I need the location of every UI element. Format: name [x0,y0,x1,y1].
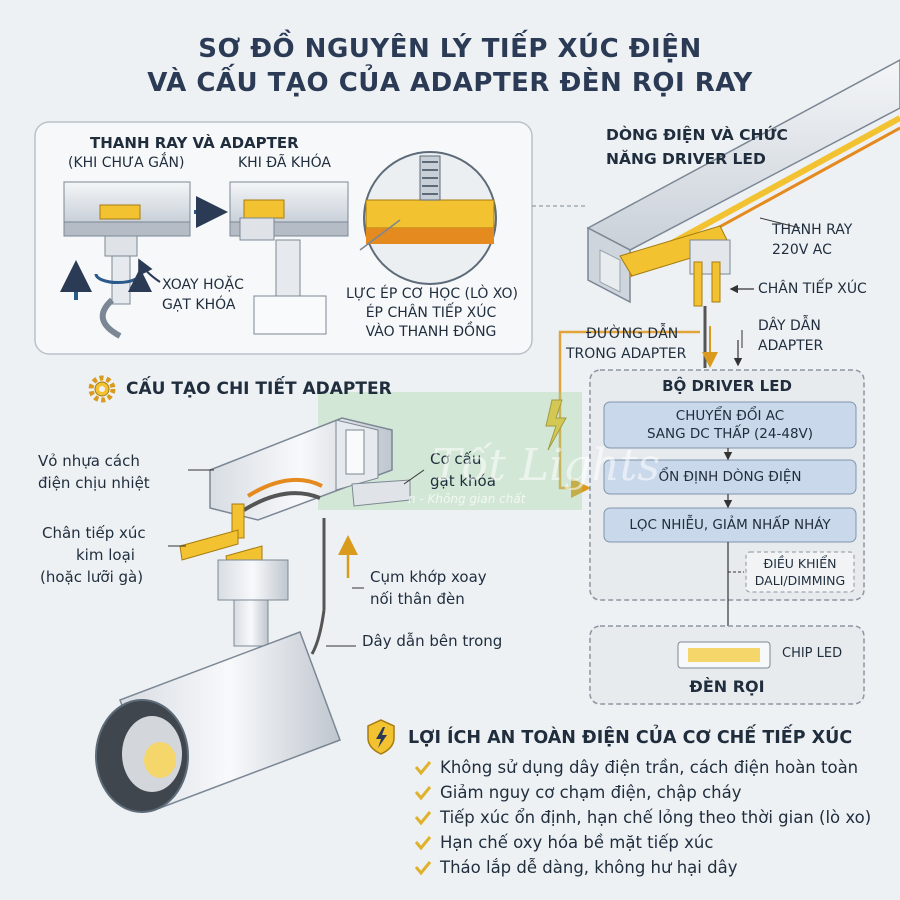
rotate-label-line-1: XOAY HOẶC [162,277,244,293]
adapter-spotlight-illustration [95,417,411,813]
rotate-label-line-2: GẠT KHÓA [162,297,236,313]
lamp-title: ĐÈN RỌI [689,677,765,696]
flow-heading-line-2: NĂNG DRIVER LED [606,150,766,168]
shield-lightning-icon [367,719,395,755]
title-line-2: VÀ CẤU TẠO CỦA ADAPTER ĐÈN RỌI RAY [147,68,753,98]
path-label-line-1: ĐƯỜNG DẪN [586,326,679,342]
driver-title: BỘ DRIVER LED [662,377,792,395]
driver-step-box-1 [603,401,857,449]
joint-label-line-1: Cụm khớp xoay [370,568,487,586]
benefit-item: Tháo lắp dễ dàng, không hư hại dây [440,858,738,877]
pins-label-line-1: Chân tiếp xúc [42,524,146,542]
force-label-line-3: VÀO THANH ĐỒNG [365,324,497,340]
lock-label-line-2: gạt khóa [430,472,496,490]
joint-label-line-2: nối thân đèn [370,590,465,608]
rail-after-illustration [229,181,349,335]
driver-step-3: LỌC NHIỄU, GIẢM NHẤP NHÁY [629,517,831,533]
contact-pin-label: CHÂN TIẾP XÚC [758,281,867,297]
benefit-check-icons [414,761,432,876]
rail-3d-illustration [586,59,900,368]
inset-heading: THANH RAY VÀ ADAPTER [90,134,299,152]
force-label-line-2: ÉP CHÂN TIẾP XÚC [365,305,497,321]
driver-step-2: ỔN ĐỊNH DÒNG ĐIỆN [658,469,802,485]
benefit-item: Tiếp xúc ổn định, hạn chế lỏng theo thời… [440,808,872,827]
inset-sub-after: KHI ĐÃ KHÓA [238,155,331,171]
watermark-brand: Tốt Lights [432,440,660,491]
driver-step-1-line-2: SANG DC THẤP (24-48V) [646,426,814,442]
wire-label-line-2: ADAPTER [758,338,824,354]
inset-sub-before: (KHI CHƯA GẮN) [68,155,185,171]
rail-label-line-1: THANH RAY [772,222,853,238]
housing-label-line-1: Vỏ nhựa cách [38,452,140,470]
pins-label-line-2: kim loại [76,546,135,564]
dali-line-2: DALI/DIMMING [754,573,846,588]
rail-before-illustration [60,181,191,339]
benefit-item: Hạn chế oxy hóa bề mặt tiếp xúc [440,833,714,852]
force-label-line-1: LỰC ÉP CƠ HỌC (LÒ XO) [346,286,518,302]
pins-label-line-3: (hoặc lưỡi gà) [40,568,144,586]
lightning-icon [545,399,567,451]
benefits-heading: LỢI ÍCH AN TOÀN ĐIỆN CỦA CƠ CHẾ TIẾP XÚC [408,728,853,748]
wire-label-line-1: DÂY DẪN [758,318,821,334]
path-label-line-2: TRONG ADAPTER [566,346,687,362]
current-path-line [558,330,700,498]
flow-heading-line-1: DÒNG ĐIỆN VÀ CHỨC [606,126,788,144]
rail-label-line-2: 220V AC [772,242,832,258]
detail-heading: CẤU TẠO CHI TIẾT ADAPTER [126,379,392,399]
chip-led-label: CHIP LED [782,646,843,661]
benefit-item: Không sử dụng dây điện trần, cách điện h… [440,758,859,777]
dali-line-1: ĐIỀU KHIỂN [763,556,837,571]
watermark-tagline: n - Không gian chất [408,492,526,506]
driver-step-1-line-1: CHUYỂN ĐỔI AC [675,408,785,424]
magnified-contact-illustration [359,151,497,285]
inner-wire-label: Dây dẫn bên trong [362,632,503,650]
housing-label-line-2: điện chịu nhiệt [38,474,150,492]
benefit-item: Giảm nguy cơ chạm điện, chập cháy [440,783,742,802]
lock-label-line-1: Cơ cấu [430,450,482,468]
gear-icon [88,375,116,403]
title-line-1: SƠ ĐỒ NGUYÊN LÝ TIẾP XÚC ĐIỆN [198,34,702,64]
dali-box [745,551,855,593]
